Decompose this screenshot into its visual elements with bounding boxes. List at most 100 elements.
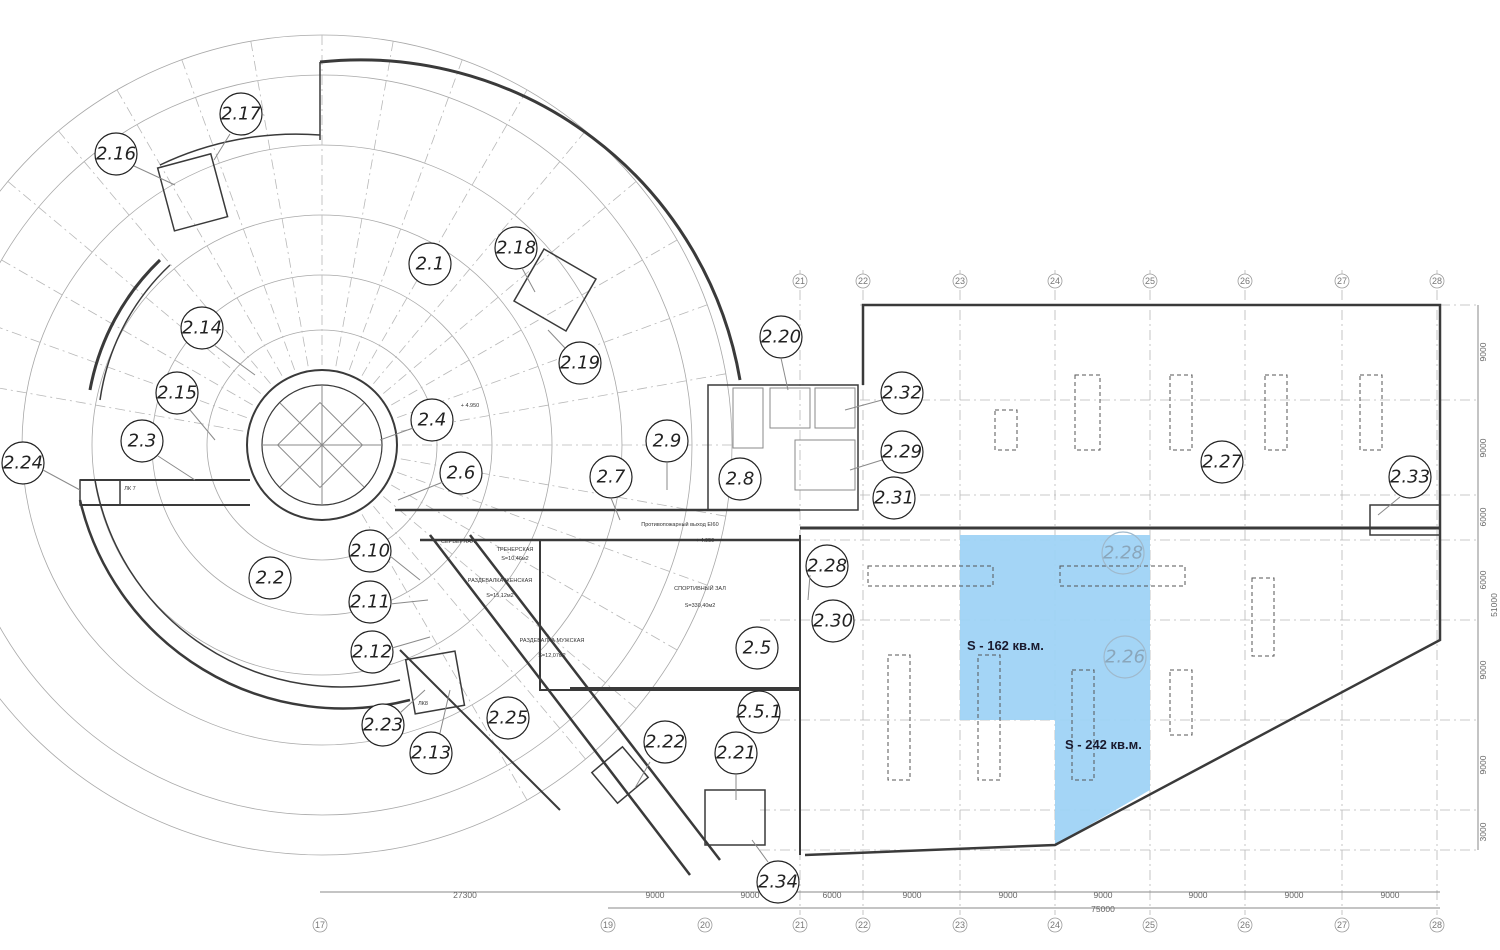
svg-text:2.7: 2.7: [597, 467, 626, 488]
axis-marker: [952, 273, 968, 289]
zone-label[interactable]: 2.7: [589, 455, 633, 499]
zone-label[interactable]: 2.24: [1, 441, 45, 485]
zone-label[interactable]: 2.33: [1388, 455, 1432, 499]
area-242-label: S - 242 кв.м.: [1065, 737, 1142, 752]
axis-marker: [792, 917, 808, 933]
svg-text:2.19: 2.19: [560, 353, 600, 374]
zone-label[interactable]: 2.18: [494, 226, 538, 270]
zone-label[interactable]: 2.6: [439, 451, 483, 495]
svg-text:2.10: 2.10: [350, 541, 390, 562]
radial-grid-line: [373, 130, 586, 384]
zone-label[interactable]: 2.2: [248, 556, 292, 600]
zone-label[interactable]: 2.22: [643, 720, 687, 764]
svg-text:2.28: 2.28: [1103, 543, 1143, 564]
zone-label[interactable]: 2.19: [558, 341, 602, 385]
gym-area: S=330,40м2: [685, 603, 716, 609]
svg-text:2.12: 2.12: [352, 642, 392, 663]
zone-label[interactable]: 2.30: [811, 599, 855, 643]
axis-marker: [855, 917, 871, 933]
axis-marker: [1429, 273, 1445, 289]
stair-note: ЛК8: [418, 701, 428, 707]
zone-label[interactable]: 2.20: [759, 315, 803, 359]
svg-text:2.21: 2.21: [716, 743, 756, 764]
svg-text:2.3: 2.3: [128, 431, 157, 452]
dim-label: 9000: [1478, 755, 1488, 774]
server-title: СЕРВЕРНАЯ: [441, 539, 475, 545]
zone-label[interactable]: 2.14: [180, 306, 224, 350]
zone-label[interactable]: 2.9: [645, 419, 689, 463]
zone-label[interactable]: 2.16: [94, 132, 138, 176]
zone-label[interactable]: 2.5: [735, 626, 779, 670]
stair-note: ЛК 7: [124, 486, 135, 492]
dim-label: 9000: [1478, 438, 1488, 457]
radial-grid: [0, 34, 733, 856]
zone-label[interactable]: 2.27: [1200, 440, 1244, 484]
zone-label[interactable]: 2.8: [718, 457, 762, 501]
radial-grid-line: [400, 373, 726, 432]
axis-marker-label: 26: [1240, 276, 1250, 286]
zone-label[interactable]: 2.3: [120, 419, 164, 463]
dimension-lines: [320, 305, 1479, 909]
area-162-highlight[interactable]: [960, 535, 1150, 720]
zone-label[interactable]: 2.13: [409, 731, 453, 775]
radial-grid-line: [397, 471, 708, 586]
radial-grid-line: [250, 41, 309, 367]
svg-text:2.29: 2.29: [882, 442, 922, 463]
zone-label[interactable]: 2.17: [219, 92, 263, 136]
svg-text:2.11: 2.11: [350, 592, 390, 613]
right-dimensions: 9000 9000 6000 6000 9000 9000 3000 51000: [1478, 342, 1499, 841]
axis-marker: [600, 917, 616, 933]
radial-grid-line: [391, 239, 678, 406]
radial-grid-line: [0, 258, 253, 406]
zone-label[interactable]: 2.31: [872, 476, 916, 520]
level-mark: + 4.950: [696, 538, 715, 544]
zone-label[interactable]: 2.26: [1103, 635, 1147, 679]
trainer-area: S=10,46м2: [501, 556, 528, 562]
zone-label[interactable]: 2.11: [348, 580, 392, 624]
wardrobe-m-area: S=12,07м2: [538, 653, 565, 659]
axis-marker: [952, 917, 968, 933]
radial-grid-line: [361, 89, 528, 376]
radial-grid-line: [391, 484, 678, 651]
axis-marker: [1429, 917, 1445, 933]
svg-text:2.24: 2.24: [3, 453, 43, 474]
zone-label[interactable]: 2.23: [361, 703, 405, 747]
axis-marker: [697, 917, 713, 933]
radial-grid-line: [361, 514, 528, 801]
axis-marker-label: 25: [1145, 276, 1155, 286]
svg-text:2.13: 2.13: [411, 743, 451, 764]
zone-label[interactable]: 2.15: [155, 371, 199, 415]
zone-label[interactable]: 2.4: [410, 398, 454, 442]
zone-label[interactable]: 2.32: [880, 371, 924, 415]
svg-text:2.4: 2.4: [418, 410, 447, 431]
axis-marker-label: 23: [955, 276, 965, 286]
axis-marker: [1334, 917, 1350, 933]
zone-label[interactable]: 2.1: [408, 242, 452, 286]
wardrobe-f-area: S=15,12м2: [486, 593, 513, 599]
svg-text:2.20: 2.20: [761, 327, 801, 348]
zone-label[interactable]: 2.28: [805, 544, 849, 588]
axis-marker-label: 24: [1050, 276, 1060, 286]
area-242-highlight[interactable]: [1055, 720, 1150, 845]
axis-marker: [1142, 917, 1158, 933]
bottom-dimensions: 27300 9000 9000 6000 9000 9000 9000 9000…: [453, 890, 1400, 914]
zone-label[interactable]: 2.29: [880, 430, 924, 474]
zone-label[interactable]: 2.12: [350, 630, 394, 674]
dim-label: 6000: [1478, 570, 1488, 589]
zone-label[interactable]: 2.10: [348, 529, 392, 573]
zone-label[interactable]: 2.28: [1101, 531, 1145, 575]
svg-text:2.31: 2.31: [874, 488, 914, 509]
svg-text:2.9: 2.9: [653, 431, 682, 452]
zone-label[interactable]: 2.25: [486, 696, 530, 740]
dim-label: 9000: [999, 890, 1018, 900]
zone-label[interactable]: 2.5.1: [736, 690, 782, 734]
axis-marker-label: 22: [858, 920, 868, 930]
dim-label: 27300: [453, 890, 477, 900]
zone-label[interactable]: 2.21: [714, 731, 758, 775]
axis-marker-label: 22: [858, 276, 868, 286]
fire-exit-note: Противопожарный выход EI60: [641, 521, 718, 528]
zone-label[interactable]: 2.34: [756, 860, 800, 904]
equipment-outlines: [867, 374, 1383, 781]
